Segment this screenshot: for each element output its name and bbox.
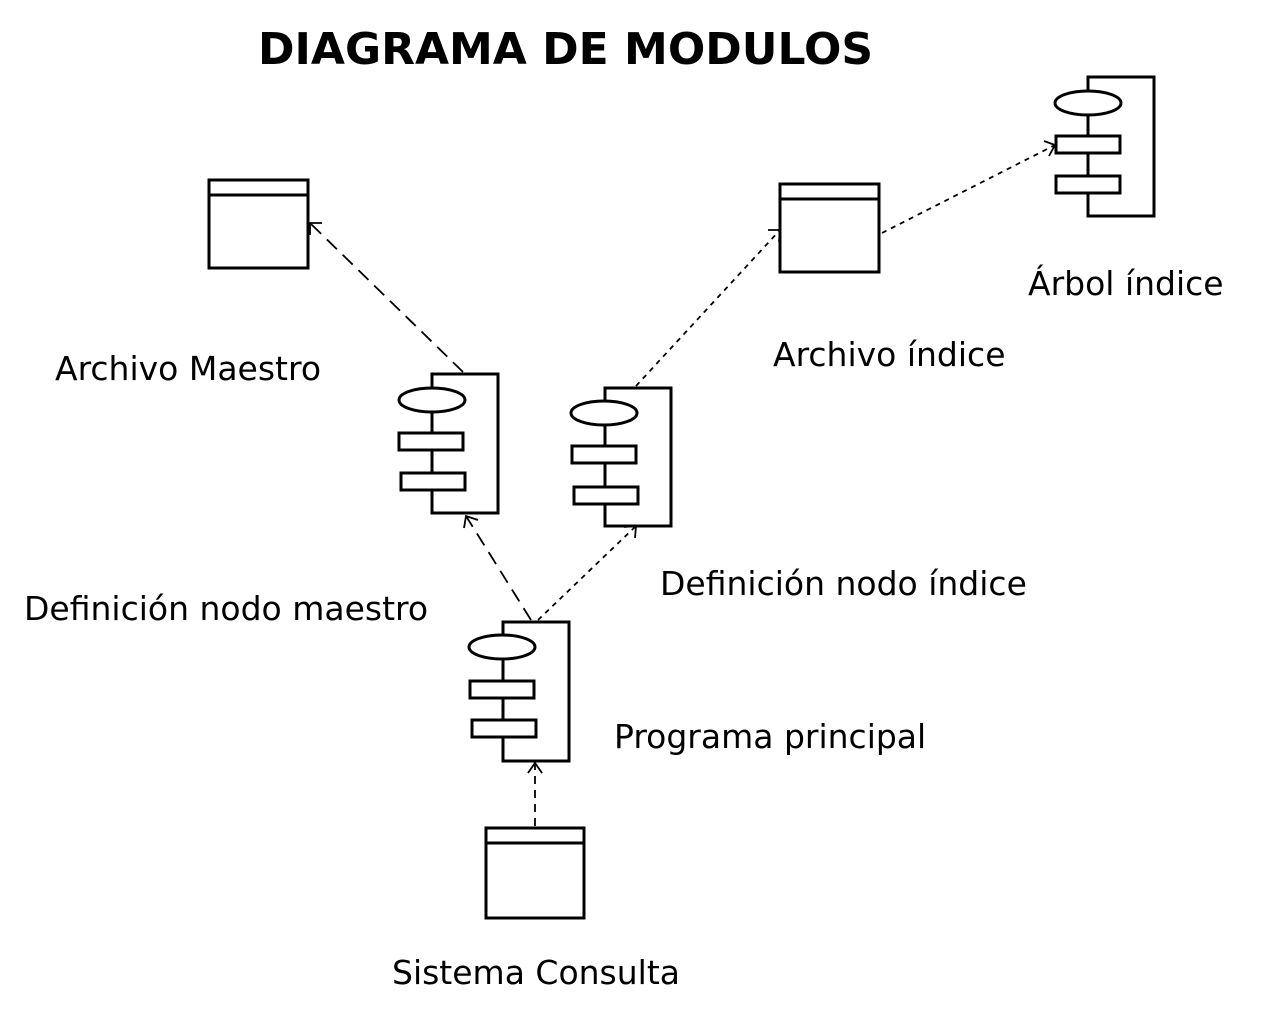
edge-programa-to-nodo-indice bbox=[537, 525, 637, 621]
arrowhead-icon bbox=[768, 229, 781, 243]
component-icon bbox=[467, 620, 571, 763]
arrowhead-icon bbox=[527, 761, 543, 774]
node-label-definicion-nodo-indice: Definición nodo índice bbox=[660, 564, 1027, 603]
dependency-edges bbox=[309, 140, 1057, 826]
component-icon bbox=[397, 372, 500, 515]
node-arbol-indice: Árbol índice bbox=[1028, 75, 1224, 303]
node-label-sistema-consulta: Sistema Consulta bbox=[392, 953, 680, 992]
file-icon bbox=[207, 178, 310, 270]
edge-nodo-indice-to-archivo-indice bbox=[635, 229, 781, 387]
node-label-programa-principal: Programa principal bbox=[614, 717, 926, 756]
arrowhead-icon bbox=[309, 222, 322, 235]
node-definicion-nodo-maestro: Definición nodo maestro bbox=[24, 372, 500, 628]
arrowhead-icon bbox=[1043, 140, 1057, 157]
arrowhead-icon bbox=[463, 514, 479, 529]
component-icon bbox=[1053, 75, 1156, 218]
file-icon bbox=[778, 182, 881, 274]
node-archivo-maestro: Archivo Maestro bbox=[55, 178, 321, 388]
node-label-archivo-indice: Archivo índice bbox=[773, 335, 1006, 374]
component-icon bbox=[569, 386, 673, 528]
node-programa-principal: Programa principal bbox=[467, 620, 926, 763]
node-label-arbol-indice: Árbol índice bbox=[1028, 263, 1224, 303]
node-archivo-indice: Archivo índice bbox=[773, 182, 1006, 374]
file-icon bbox=[484, 826, 586, 920]
node-label-archivo-maestro: Archivo Maestro bbox=[55, 349, 321, 388]
diagram-title: DIAGRAMA DE MODULOS bbox=[258, 24, 873, 75]
node-sistema-consulta: Sistema Consulta bbox=[392, 826, 680, 992]
edge-sistema-to-programa bbox=[527, 761, 543, 826]
edge-nodo-maestro-to-archivo-maestro bbox=[309, 222, 464, 373]
edge-archivo-indice-to-arbol-indice bbox=[881, 140, 1057, 234]
edge-programa-to-nodo-maestro bbox=[463, 514, 532, 621]
arrowhead-icon bbox=[623, 525, 637, 539]
node-label-definicion-nodo-maestro: Definición nodo maestro bbox=[24, 589, 428, 628]
node-definicion-nodo-indice: Definición nodo índice bbox=[569, 386, 1027, 603]
